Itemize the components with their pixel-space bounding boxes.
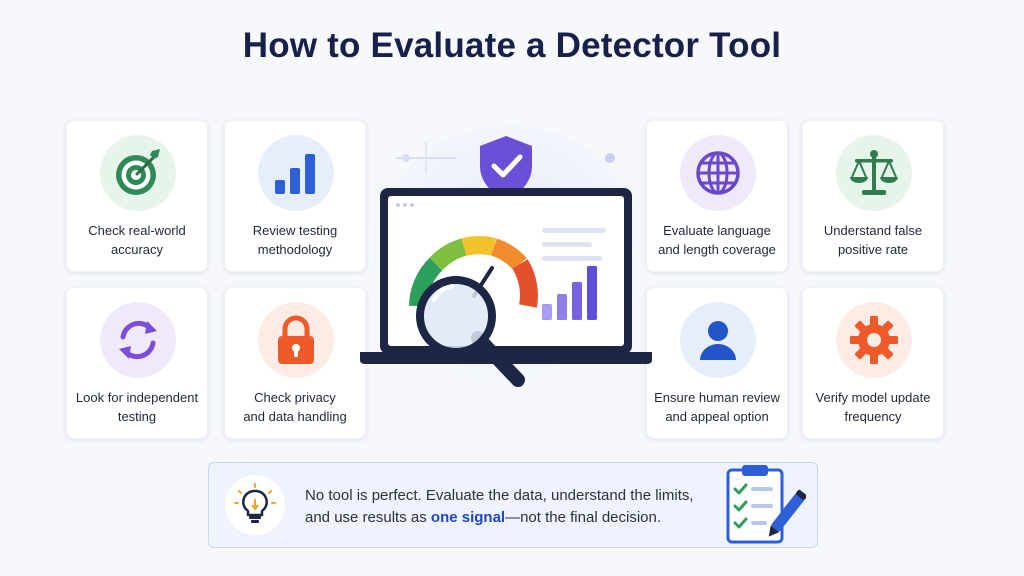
card-independent-testing: Look for independent testing bbox=[66, 287, 208, 439]
card-icon-circle bbox=[258, 135, 334, 211]
gauge-icon bbox=[409, 236, 538, 308]
card-label: Evaluate language and length coverage bbox=[658, 223, 776, 257]
decor-dot bbox=[605, 153, 615, 163]
tip-message: No tool is perfect. Evaluate the data, u… bbox=[305, 485, 725, 529]
card-language-length-coverage: Evaluate language and length coverage bbox=[646, 120, 788, 272]
card-icon-circle bbox=[836, 135, 912, 211]
card-model-update-frequency: Verify model update frequency bbox=[802, 287, 944, 439]
card-testing-methodology: Review testing methodology bbox=[224, 120, 366, 272]
card-human-review-appeal: Ensure human review and appeal option bbox=[646, 287, 788, 439]
card-icon-circle bbox=[836, 302, 912, 378]
card-icon-circle bbox=[258, 302, 334, 378]
card-privacy-data-handling: Check privacy and data handling bbox=[224, 287, 366, 439]
card-false-positive-rate: Understand false positive rate bbox=[802, 120, 944, 272]
tip-line-2: and use results as bbox=[305, 509, 431, 526]
card-label: Review testing methodology bbox=[252, 223, 338, 257]
refresh-icon bbox=[119, 320, 157, 360]
card-label: Check privacy and data handling bbox=[243, 390, 347, 424]
card-label: Understand false positive rate bbox=[823, 223, 923, 257]
decor-dot bbox=[402, 154, 410, 162]
bulb-icon-circle bbox=[225, 475, 285, 535]
card-label: Check real-world accuracy bbox=[88, 223, 186, 257]
target-icon bbox=[116, 149, 160, 195]
card-icon-circle bbox=[680, 135, 756, 211]
lock-icon bbox=[278, 315, 314, 364]
scales-icon bbox=[850, 150, 898, 195]
laptop-illustration bbox=[360, 136, 652, 387]
lightbulb-icon bbox=[234, 483, 276, 523]
clipboard-checklist-icon bbox=[726, 465, 806, 544]
card-real-world-accuracy: Check real-world accuracy bbox=[66, 120, 208, 272]
tip-line-1: No tool is perfect. Evaluate the data, u… bbox=[305, 487, 694, 504]
card-label: Look for independent testing bbox=[75, 390, 199, 424]
card-icon-circle bbox=[100, 135, 176, 211]
shield-check-icon bbox=[480, 136, 532, 200]
globe-icon bbox=[696, 151, 740, 195]
gear-icon bbox=[850, 316, 898, 364]
card-icon-circle bbox=[100, 302, 176, 378]
user-icon bbox=[700, 321, 736, 360]
magnifier-icon bbox=[416, 276, 525, 387]
card-label: Verify model update frequency bbox=[815, 390, 931, 424]
tip-box: No tool is perfect. Evaluate the data, u… bbox=[208, 462, 818, 548]
tip-highlight: one signal bbox=[430, 509, 506, 526]
bar-chart-icon bbox=[275, 154, 315, 194]
card-label: Ensure human review and appeal option bbox=[654, 390, 780, 424]
card-icon-circle bbox=[680, 302, 756, 378]
tip-line-3: —not the final decision. bbox=[505, 509, 662, 526]
page-title: How to Evaluate a Detector Tool bbox=[242, 26, 782, 65]
